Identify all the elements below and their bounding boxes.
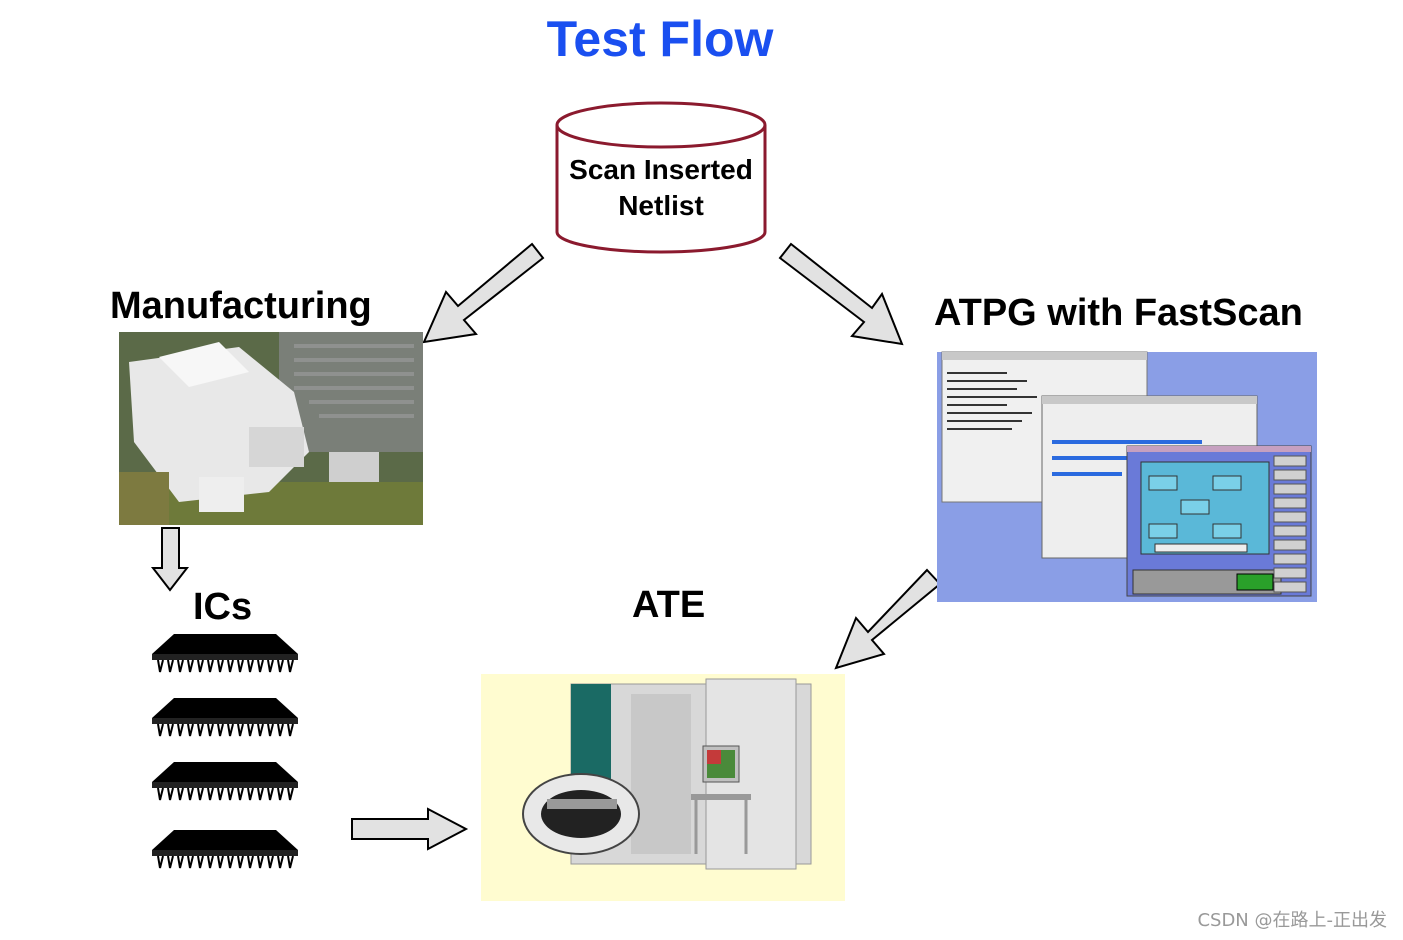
ics-label: ICs (193, 586, 253, 628)
atpg-screenshot (937, 351, 1317, 602)
netlist-label-line1: Scan Inserted (569, 154, 753, 185)
netlist-label-line2: Netlist (618, 190, 704, 221)
ic-chip-3 (151, 761, 299, 801)
ic-chip-1 (151, 633, 299, 673)
ic-chip-2 (151, 697, 299, 737)
ate-label: ATE (632, 584, 706, 626)
arrow-netlist-to-atpg (778, 242, 904, 346)
manufacturing-label: Manufacturing (110, 285, 372, 327)
arrow-netlist-to-manufacturing (422, 242, 545, 344)
ate-photo (481, 674, 845, 901)
arrow-ics-to-ate (351, 807, 469, 851)
ic-chips (151, 633, 299, 869)
atpg-label: ATPG with FastScan (934, 292, 1303, 334)
arrow-atpg-to-ate (834, 568, 942, 670)
arrow-manufacturing-to-ics (150, 527, 190, 592)
netlist-label: Scan Inserted Netlist (556, 152, 766, 224)
ic-chip-4 (151, 829, 299, 869)
diagram-title: Test Flow (546, 11, 774, 67)
footer-watermark: CSDN @在路上-正出发 (1197, 910, 1387, 931)
manufacturing-photo (119, 332, 423, 525)
